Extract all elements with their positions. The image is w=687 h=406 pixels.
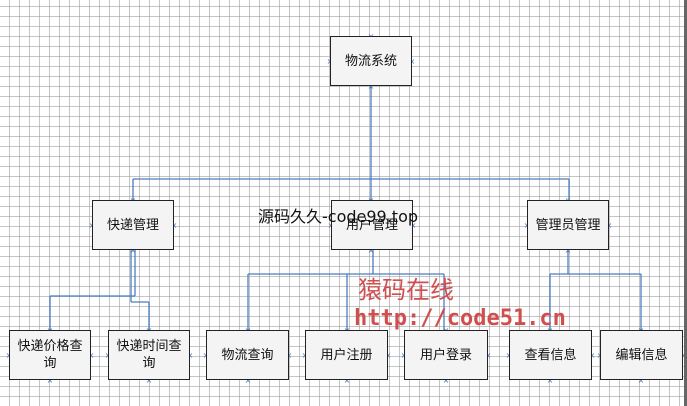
connection-point-marker: × — [47, 376, 54, 385]
connection-point-marker: × — [286, 351, 293, 360]
watermark-yuanma: 猿码在线 — [358, 276, 454, 304]
node-admin-management[interactable]: 管理员管理 — [527, 200, 609, 250]
node-label: 快递价格查询 — [17, 339, 83, 371]
right-edge-border — [684, 0, 687, 406]
node-user-management[interactable]: 用户管理 — [331, 200, 413, 250]
connection-point-marker: × — [344, 376, 351, 385]
node-label: 管理员管理 — [535, 217, 601, 233]
connection-point-marker: × — [368, 82, 375, 91]
connection-point-marker: × — [385, 351, 392, 360]
node-express-management[interactable]: 快递管理 — [92, 200, 174, 250]
connection-point-marker: × — [187, 351, 194, 360]
connection-point-marker: × — [245, 376, 252, 385]
connection-point-marker: × — [606, 221, 613, 230]
connection-point-marker: × — [547, 376, 554, 385]
connection-point-marker: × — [368, 246, 375, 255]
connection-point-marker: × — [146, 376, 153, 385]
watermark-code99: 源码久久-code99.top — [258, 207, 419, 226]
node-label: 用户登录 — [419, 347, 472, 363]
connection-point-marker: × — [409, 57, 416, 66]
node-label: 查看信息 — [524, 347, 577, 363]
connection-point-marker: × — [589, 351, 596, 360]
node-user-login[interactable]: 用户登录 — [404, 330, 488, 380]
node-view-info[interactable]: 查看信息 — [509, 330, 592, 380]
node-label: 物流查询 — [221, 347, 274, 363]
node-label: 物流系统 — [344, 53, 397, 69]
connection-point-marker: × — [443, 376, 450, 385]
connection-point-marker: × — [680, 351, 687, 360]
node-label: 编辑信息 — [615, 347, 668, 363]
connection-point-marker: × — [485, 351, 492, 360]
node-express-time-query[interactable]: 快递时间查询 — [108, 330, 190, 380]
node-logistics-query[interactable]: 物流查询 — [206, 330, 289, 380]
node-user-register[interactable]: 用户注册 — [305, 330, 388, 380]
node-label: 快递时间查询 — [116, 339, 182, 371]
node-label: 快递管理 — [106, 217, 159, 233]
node-express-price-query[interactable]: 快递价格查询 — [9, 330, 91, 380]
node-label: 用户注册 — [320, 347, 373, 363]
node-edit-info[interactable]: 编辑信息 — [600, 330, 683, 380]
connection-point-marker: × — [638, 376, 645, 385]
connection-point-marker: × — [565, 246, 572, 255]
connection-point-marker: × — [88, 351, 95, 360]
watermark-url: http://code51.cn — [354, 306, 566, 331]
node-label: 用户管理 — [345, 217, 398, 233]
connection-point-marker: × — [171, 221, 178, 230]
connection-point-marker: × — [130, 246, 137, 255]
connection-point-marker: × — [410, 221, 417, 230]
node-logistics-system[interactable]: 物流系统 — [330, 36, 412, 86]
